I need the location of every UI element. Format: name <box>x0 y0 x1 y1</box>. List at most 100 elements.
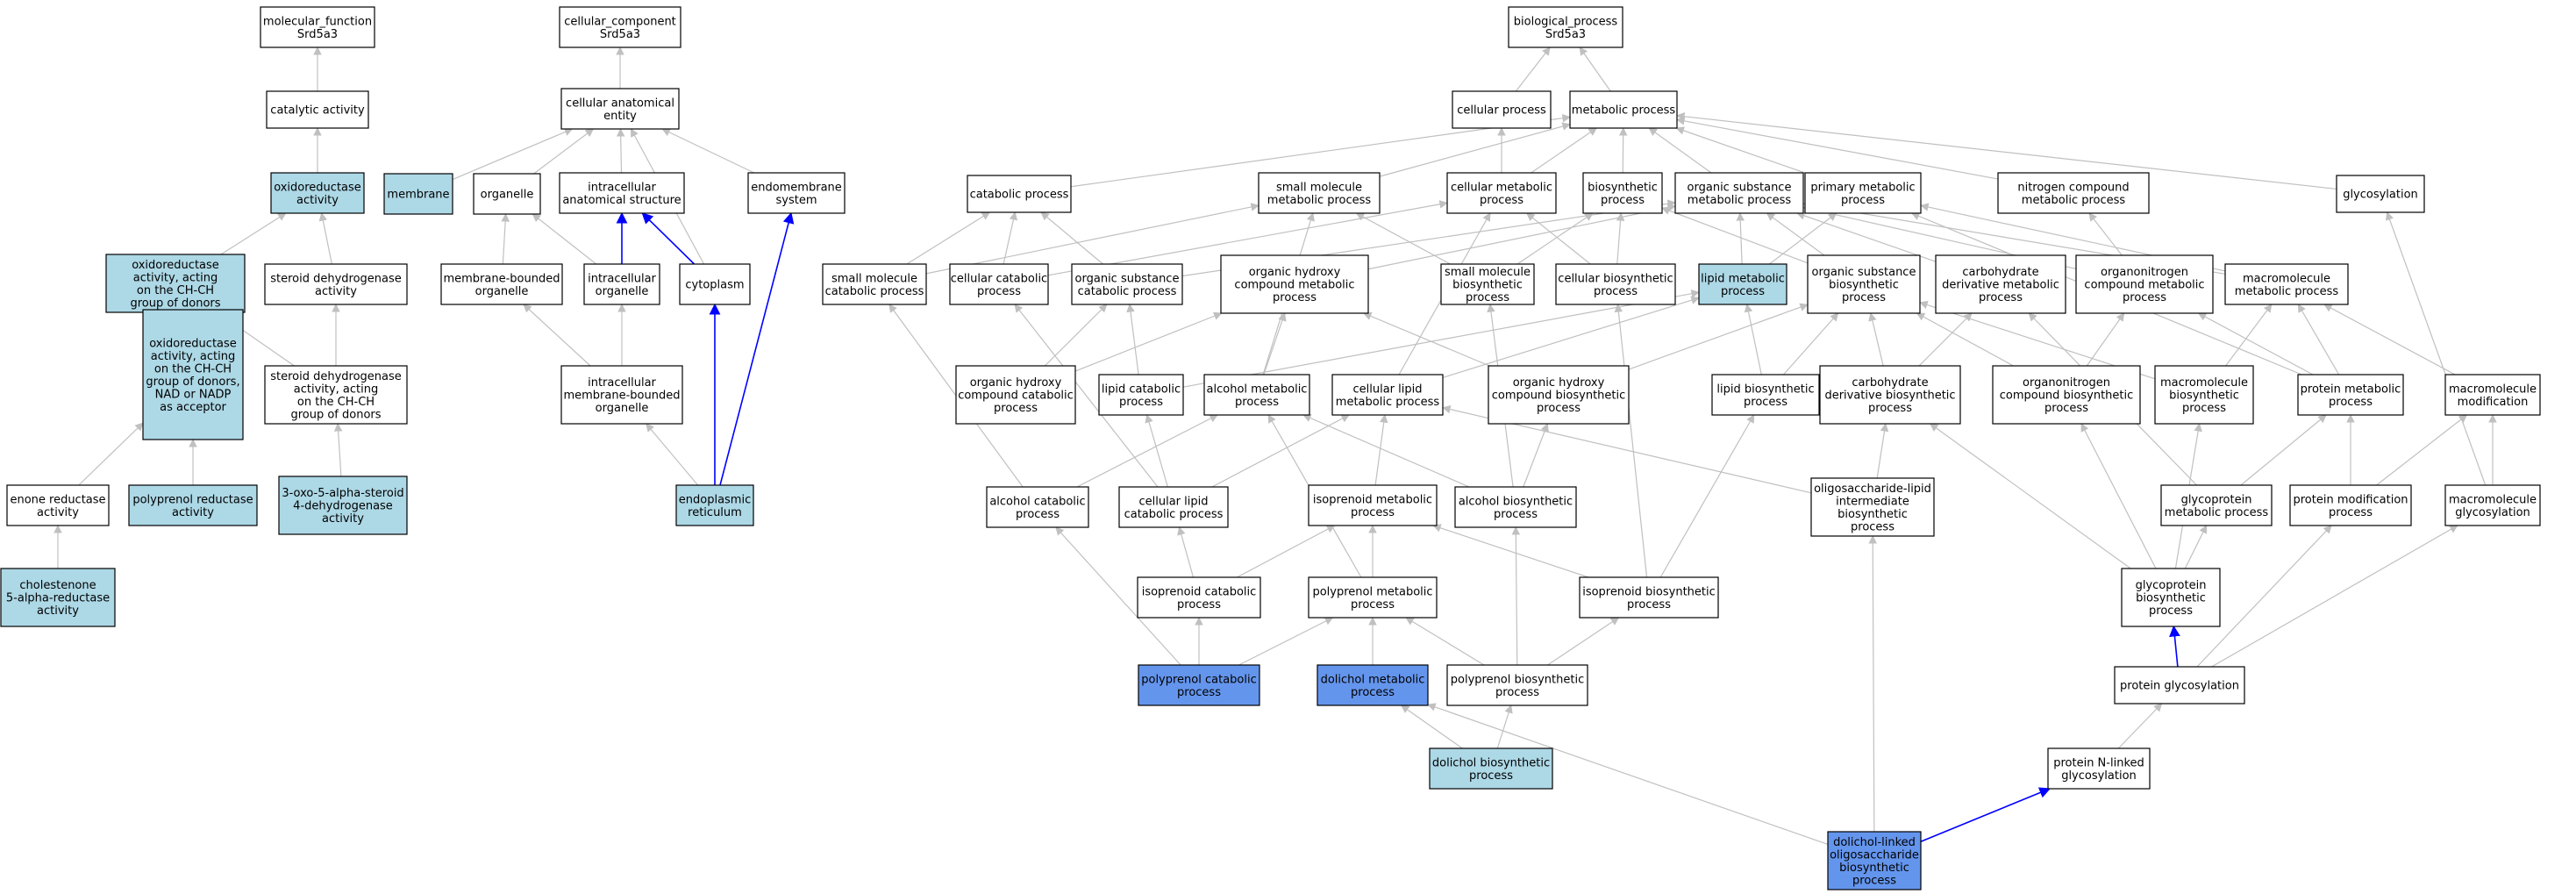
node-box[interactable] <box>1992 365 2141 425</box>
node-box[interactable] <box>1331 374 1444 416</box>
node-box[interactable] <box>1258 172 1381 214</box>
node-box[interactable] <box>675 484 754 526</box>
node-box[interactable] <box>1454 486 1577 528</box>
node-oxo5a[interactable]: 3-oxo-5-alpha-steroid4-dehydrogenaseacti… <box>278 476 408 535</box>
node-box[interactable] <box>1935 254 2066 314</box>
node-organelle[interactable]: organelle <box>473 173 541 215</box>
node-box[interactable] <box>822 263 927 305</box>
node-box[interactable] <box>1582 172 1663 214</box>
node-box[interactable] <box>2047 747 2151 790</box>
node-box[interactable] <box>583 263 660 305</box>
node-olibp[interactable]: oligosaccharide-lipidintermediatebiosynt… <box>1810 477 1935 537</box>
node-box[interactable] <box>1071 263 1183 305</box>
node-box[interactable] <box>1429 747 1553 790</box>
node-box[interactable] <box>1118 486 1229 528</box>
node-box[interactable] <box>105 254 246 313</box>
node-box[interactable] <box>559 6 681 48</box>
node-box[interactable] <box>2336 175 2425 213</box>
node-box[interactable] <box>1698 263 1788 305</box>
node-box[interactable] <box>1308 484 1438 526</box>
node-box[interactable] <box>1138 664 1260 706</box>
node-box[interactable] <box>1819 365 1961 425</box>
node-box[interactable] <box>1446 172 1557 214</box>
node-box[interactable] <box>1098 374 1184 416</box>
node-box[interactable] <box>1220 254 1369 314</box>
node-metproc[interactable]: metabolic process <box>1569 90 1678 129</box>
node-membrane[interactable]: membrane <box>383 173 453 215</box>
node-box[interactable] <box>1203 374 1310 416</box>
node-box[interactable] <box>560 88 680 130</box>
node-dlobp[interactable]: dolichol-linkedoligosaccharidebiosynthet… <box>1827 831 1922 890</box>
node-box[interactable] <box>1317 664 1429 706</box>
node-box[interactable] <box>2154 365 2254 425</box>
node-box[interactable] <box>1137 576 1261 619</box>
node-box[interactable] <box>266 90 369 129</box>
node-box[interactable] <box>2289 484 2412 526</box>
node-box[interactable] <box>264 365 408 425</box>
node-box[interactable] <box>473 173 541 215</box>
node-box[interactable] <box>559 172 685 214</box>
node-glycosylation[interactable]: glycosylation <box>2336 175 2425 213</box>
node-box[interactable] <box>264 263 408 305</box>
node-box[interactable] <box>270 172 365 214</box>
node-box[interactable] <box>1308 576 1438 619</box>
node-box[interactable] <box>260 6 375 48</box>
node-box[interactable] <box>6 484 110 526</box>
node-protglyc[interactable]: protein glycosylation <box>2114 666 2245 704</box>
node-box[interactable] <box>2114 666 2245 704</box>
node-catalytic[interactable]: catalytic activity <box>266 90 369 129</box>
node-box[interactable] <box>128 484 258 526</box>
node-box[interactable] <box>278 476 408 535</box>
node-box[interactable] <box>1569 90 1678 129</box>
node-box[interactable] <box>2224 263 2349 305</box>
node-box[interactable] <box>383 173 453 215</box>
node-box[interactable] <box>440 263 563 305</box>
node-box[interactable] <box>2297 374 2404 416</box>
node-box[interactable] <box>679 263 751 305</box>
node-box[interactable] <box>1997 172 2150 214</box>
node-box[interactable] <box>2160 484 2273 526</box>
node-box[interactable] <box>1804 172 1922 214</box>
